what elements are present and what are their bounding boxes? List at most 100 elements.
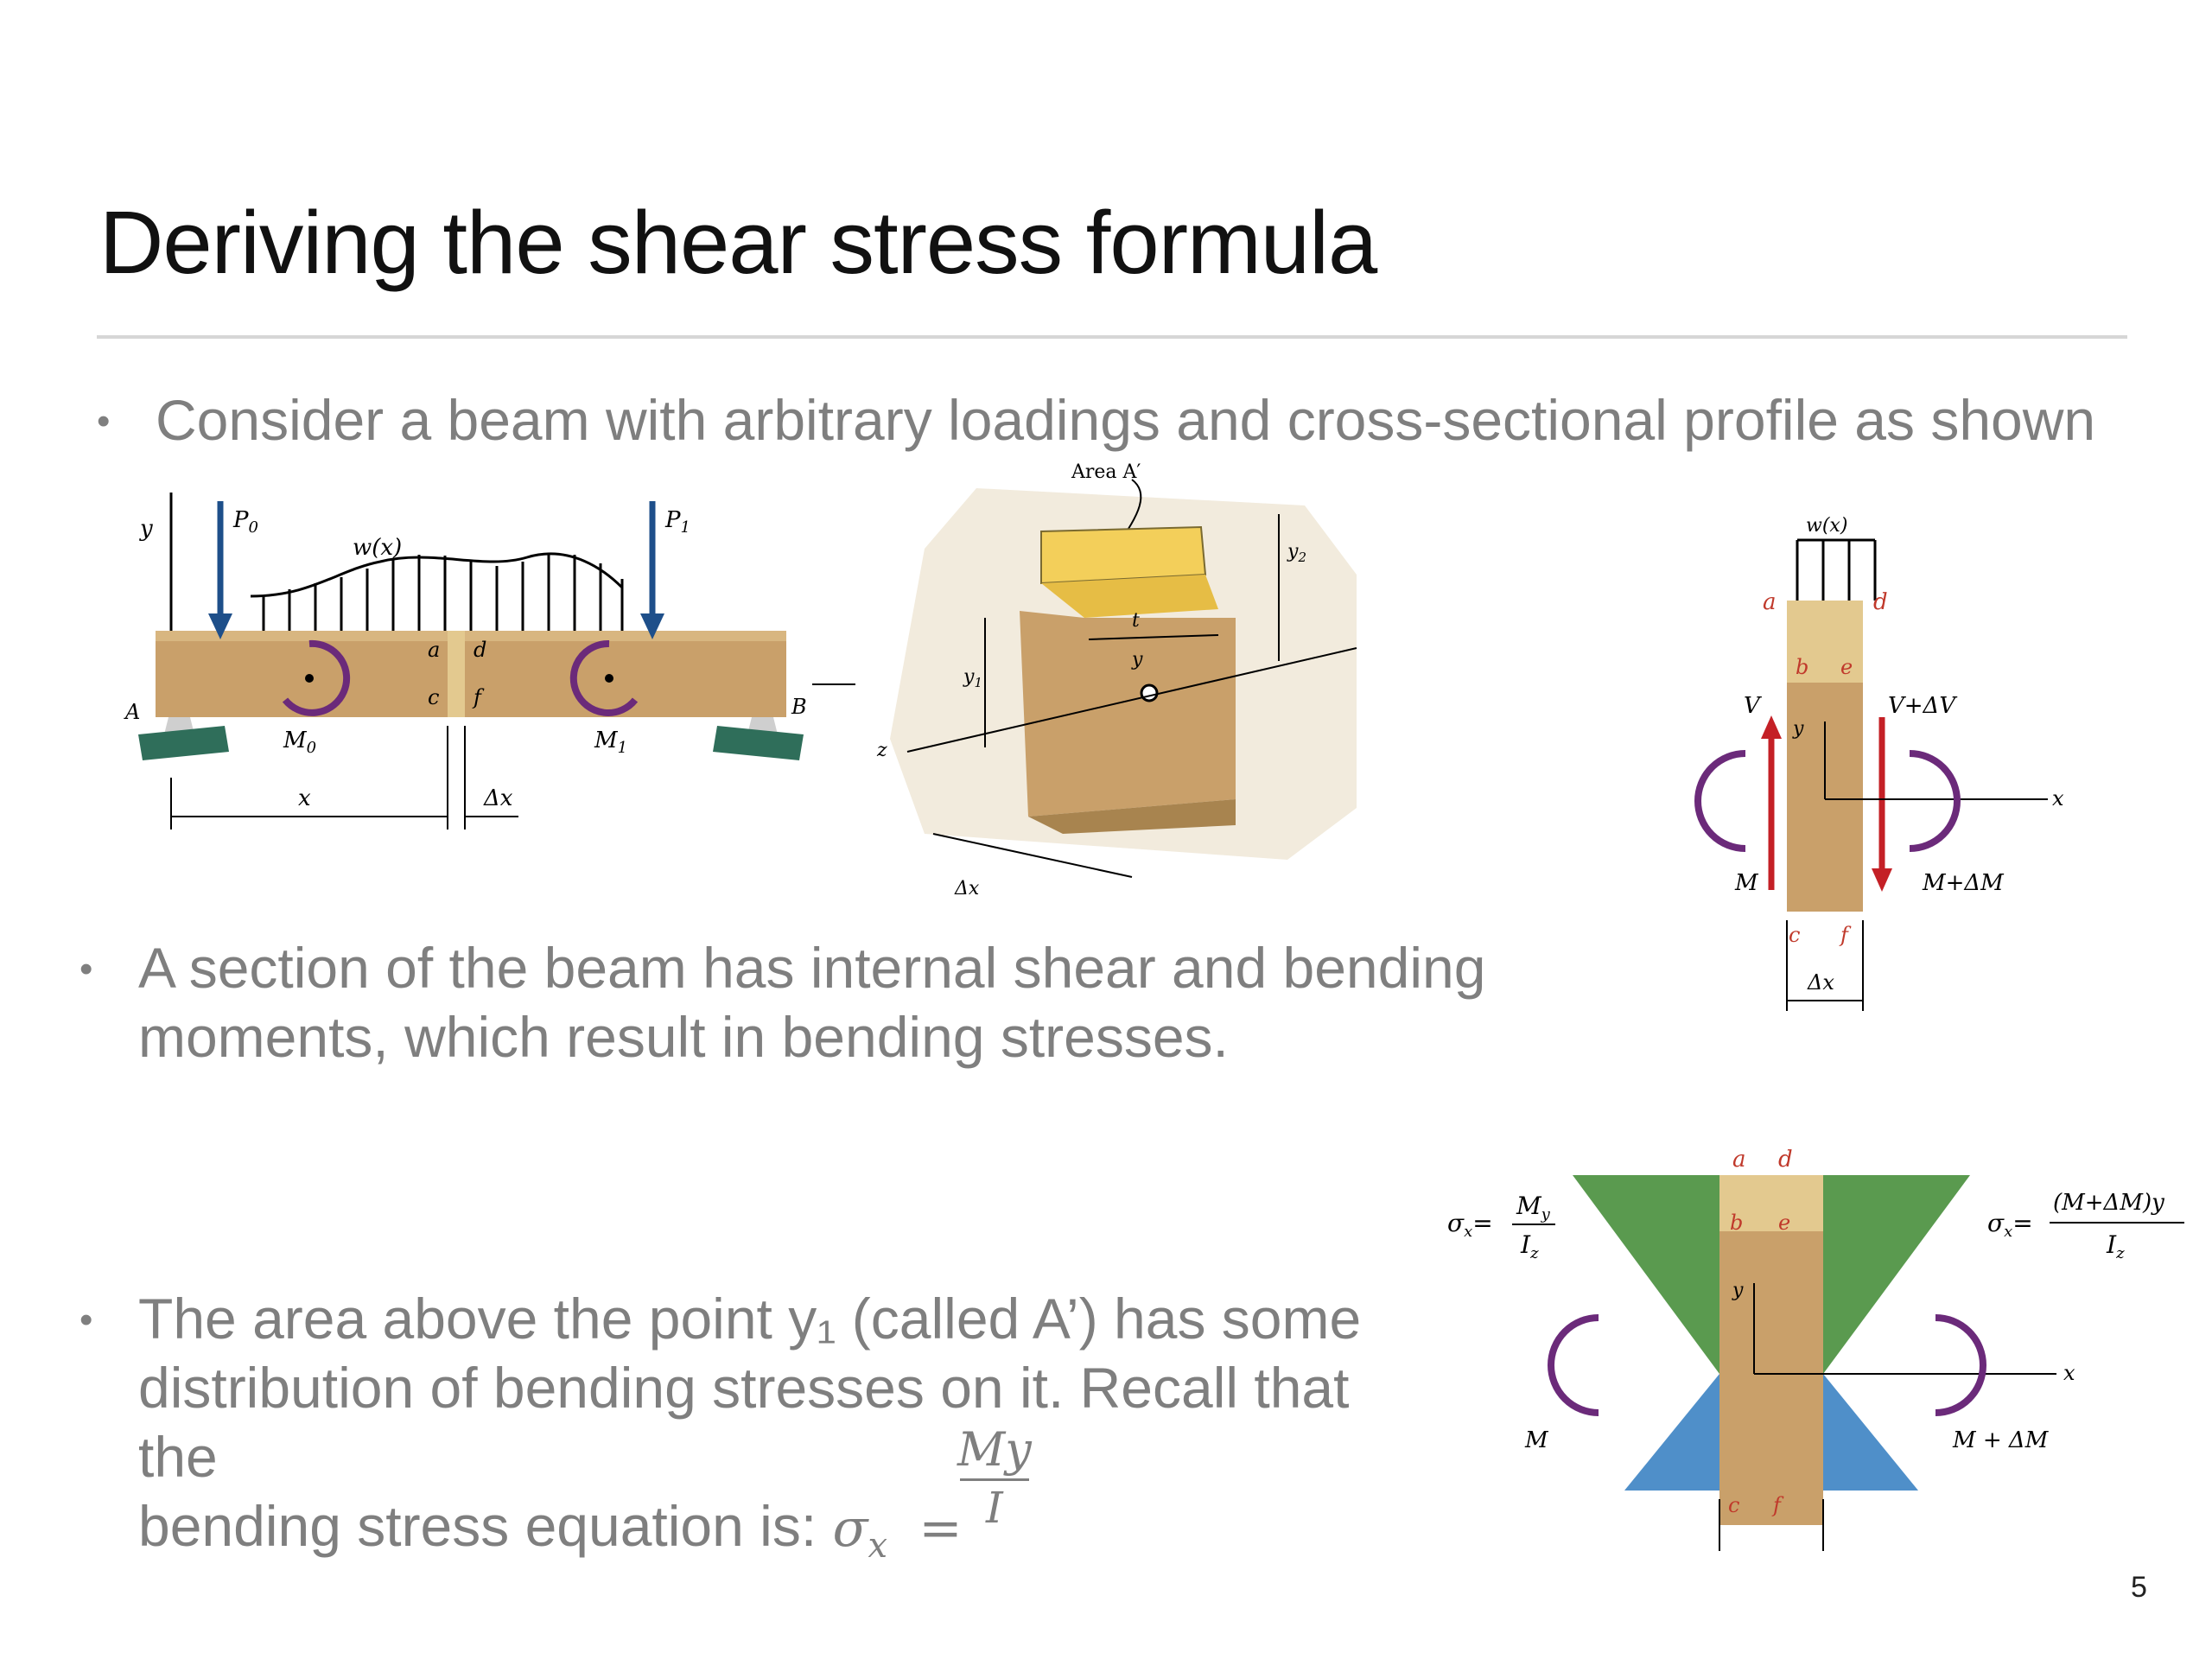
- equation-fraction: My I: [957, 1422, 1032, 1533]
- equation-equals: =: [918, 1498, 963, 1559]
- stress-d-label: d: [1778, 1147, 1793, 1173]
- m1-center: [605, 674, 613, 683]
- stress-x-label: x: [2063, 1361, 2075, 1385]
- stress-y-label: y: [1732, 1280, 1744, 1301]
- equation-numerator: My: [957, 1422, 1032, 1477]
- sigma-right-label: σx=: [1987, 1209, 2033, 1241]
- moment-m-label: M: [1734, 870, 1759, 896]
- dx-label: Δx: [954, 878, 980, 899]
- load-arrows: [262, 555, 624, 631]
- m1-label: M1: [594, 728, 627, 757]
- sigma-right-numerator: (M+ΔM)y: [2053, 1190, 2164, 1216]
- width-t-line: [1088, 634, 1219, 640]
- stress-c-label: c: [1728, 1493, 1739, 1517]
- dim-dx-label: Δx: [483, 785, 513, 811]
- element-dx-label: Δx: [1807, 970, 1834, 995]
- stress-element-lower: [1719, 1231, 1823, 1525]
- p1-label: P1: [664, 507, 690, 537]
- point-d-label: d: [474, 638, 486, 662]
- sigma-left-numerator: My: [1516, 1192, 1551, 1224]
- dx-dim: [932, 833, 1133, 878]
- blue-stress-right: [1823, 1374, 1918, 1491]
- support-a-label: A: [124, 700, 140, 724]
- bullet-2-line-2: moments, which result in bending stresse…: [138, 1005, 1229, 1069]
- moment-dm-arrow: [1909, 750, 1961, 852]
- y-label: y: [1131, 649, 1143, 671]
- support-b-label: B: [791, 695, 807, 719]
- bullet-3-line-3: bending stress equation is:: [138, 1494, 817, 1558]
- element-figure: w(x) a d b e V V+ΔV y x M M+ΔM c f Δx: [1694, 515, 2064, 1011]
- bullet-2-line-1: A section of the beam has internal shear…: [138, 936, 1486, 1000]
- shear-v-dv-label: V+ΔV: [1888, 693, 1957, 719]
- bullet-3-line-1: The area above the point y₁ (called A’) …: [138, 1287, 1362, 1351]
- dim-x-label: x: [298, 785, 311, 811]
- area-label: Area A′: [1071, 461, 1141, 483]
- stress-m-label: M: [1524, 1427, 1549, 1453]
- section-bottom: [1028, 799, 1236, 834]
- m0-center: [305, 674, 314, 683]
- stress-figure: a d b e y x M M + ΔM σx= My Iz σx= (M+ΔM…: [1447, 1147, 2184, 1551]
- stress-e-label: e: [1778, 1211, 1790, 1235]
- support-a: [138, 726, 229, 760]
- area-a-prime: [1040, 525, 1207, 585]
- point-a-label: a: [428, 638, 440, 662]
- bullet-dot: •: [97, 400, 111, 442]
- element-x-label: x: [2052, 786, 2064, 810]
- cross-section-figure: Area A′ t y z y1 y2 Δx: [876, 461, 1357, 899]
- slide-title: Deriving the shear stress formula: [99, 193, 1377, 292]
- p0-label: P0: [232, 507, 258, 537]
- stress-moment-dm: [1935, 1314, 1986, 1416]
- bullet-3: • The area above the point y₁ (called A’…: [79, 1284, 1417, 1580]
- p0-arrowhead: [208, 613, 232, 639]
- element-d-label: d: [1873, 589, 1888, 615]
- element-f-label: f: [1839, 923, 1852, 947]
- bullet-dot: •: [79, 948, 93, 990]
- fraction-bar: [959, 1478, 1029, 1481]
- shear-v-label: V: [1744, 693, 1762, 719]
- m0-moment-arrow: [282, 639, 351, 716]
- support-b: [713, 726, 804, 760]
- p1-arrowhead: [640, 613, 664, 639]
- equation-lhs: σx: [832, 1498, 888, 1566]
- equation-denominator: I: [986, 1483, 1003, 1533]
- m1-moment-arrow: [569, 639, 639, 716]
- y2-label: y2: [1287, 541, 1306, 565]
- stress-b-label: b: [1730, 1211, 1743, 1235]
- element-e-label: e: [1840, 655, 1853, 679]
- green-stress-left: [1573, 1175, 1719, 1374]
- element-c-label: c: [1789, 923, 1800, 947]
- distributed-load-curve: [250, 552, 624, 598]
- sigma-right-denominator: Iz: [2106, 1230, 2125, 1262]
- element-y-label: y: [1792, 718, 1804, 740]
- shear-dv-arrowhead: [1872, 868, 1892, 892]
- y1-label: y1: [963, 666, 982, 690]
- stress-dm-label: M + ΔM: [1952, 1427, 2050, 1453]
- beam-figure: y w(x) P0 P1 M0 M1 a d c f A B x x Δx: [124, 493, 855, 830]
- beam-top-face: [156, 631, 786, 641]
- bullet-1: • Consider a beam with arbitrary loading…: [97, 385, 2095, 454]
- blue-stress-left: [1624, 1374, 1719, 1491]
- distributed-load-label: w(x): [353, 535, 402, 561]
- bullet-2: • A section of the beam has internal she…: [79, 933, 1521, 1071]
- element-a-label: a: [1763, 589, 1777, 615]
- green-stress-right: [1823, 1175, 1970, 1374]
- sigma-left-denominator: Iz: [1520, 1230, 1539, 1262]
- area-a-prime-bottom: [1041, 575, 1218, 618]
- m0-label: M0: [283, 728, 316, 757]
- width-t-label: t: [1132, 610, 1140, 632]
- beam-slice: [448, 631, 465, 717]
- point-c-label: c: [428, 685, 439, 709]
- shear-v-arrowhead: [1761, 715, 1782, 739]
- element-load-arrows: [1796, 538, 1877, 601]
- element-load-label: w(x): [1806, 515, 1847, 537]
- moment-m-arrow: [1694, 750, 1746, 852]
- z-axis-label: z: [876, 740, 887, 761]
- element-b-label: b: [1796, 655, 1808, 679]
- centroid: [1140, 683, 1159, 702]
- title-divider: [97, 335, 2127, 339]
- y-axis-label: y: [139, 516, 153, 542]
- bullet-3-line-2: distribution of bending stresses on it. …: [138, 1356, 1350, 1489]
- moment-dm-label: M+ΔM: [1922, 870, 2005, 896]
- page-number: 5: [2131, 1571, 2147, 1604]
- beam-body: [156, 631, 786, 717]
